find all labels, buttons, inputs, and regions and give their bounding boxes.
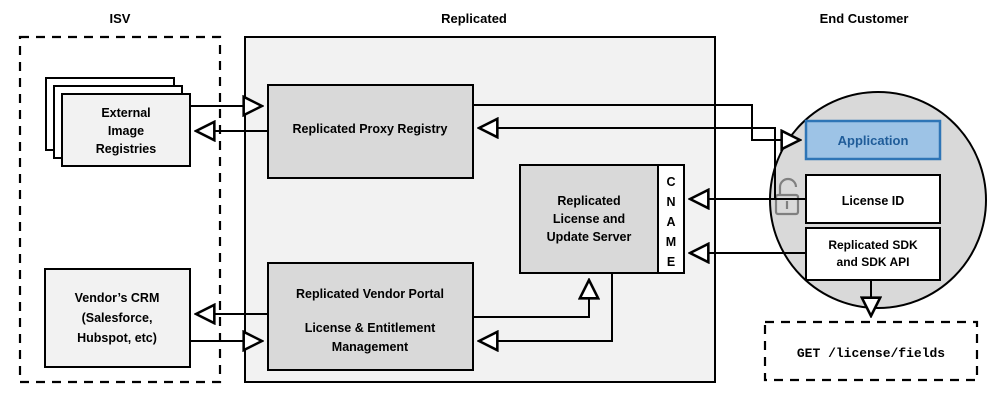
node-license-id[interactable]: License ID [805, 174, 941, 224]
replicated-sdk-line-1: Replicated SDK [828, 238, 918, 252]
cname-box [657, 164, 685, 274]
application-label: Application [838, 133, 909, 148]
zone-isv [18, 35, 222, 384]
node-license-update-server[interactable]: Replicated License and Update Server [519, 164, 659, 274]
node-external-image-registries[interactable]: External Image Registries [45, 77, 191, 167]
proxy-registry-box [267, 84, 474, 179]
node-replicated-sdk[interactable]: Replicated SDK and SDK API [805, 227, 941, 281]
vendor-portal-line-3: License & Entitlement [305, 321, 436, 335]
proxy-registry-label: Replicated Proxy Registry [293, 122, 448, 136]
node-cname-strip[interactable]: C N A M E [657, 164, 685, 274]
license-id-label: License ID [842, 194, 905, 208]
external-image-registries-line-3: Registries [96, 142, 156, 156]
cname-letter-c: C [666, 175, 675, 189]
node-application[interactable]: Application [804, 119, 942, 161]
api-request-box [763, 320, 979, 382]
vendor-portal-box [267, 262, 474, 371]
cname-letter-n: N [666, 195, 675, 209]
stack-layer-front [61, 93, 191, 167]
license-update-server-line-1: Replicated [557, 194, 620, 208]
vendors-crm-line-3: Hubspot, etc) [77, 331, 157, 345]
external-image-registries-line-2: Image [108, 124, 144, 138]
vendors-crm-line-2: (Salesforce, [82, 311, 153, 325]
edge-vendor-portal-to-license-server [473, 280, 589, 318]
api-request-label: GET /license/fields [797, 346, 945, 361]
cname-letter-e: E [667, 255, 675, 269]
edge-license-server-to-vendor-portal [479, 273, 613, 341]
application-box [804, 119, 942, 161]
zone-title-end-customer: End Customer [820, 11, 909, 26]
zone-title-replicated: Replicated [441, 11, 507, 26]
replicated-sdk-box [805, 227, 941, 281]
vendor-portal-line-4: Management [332, 340, 409, 354]
edge-application-to-proxy [479, 128, 776, 200]
external-image-registries-line-1: External [101, 106, 150, 120]
vendors-crm-line-1: Vendor’s CRM [75, 291, 160, 305]
license-update-server-line-3: Update Server [547, 230, 632, 244]
vendors-crm-box [44, 268, 191, 368]
node-replicated-proxy-registry[interactable]: Replicated Proxy Registry [267, 84, 474, 179]
cname-letter-m: M [666, 235, 676, 249]
vendor-portal-line-1: Replicated Vendor Portal [296, 287, 444, 301]
license-update-server-line-2: License and [553, 212, 625, 226]
node-api-request[interactable]: GET /license/fields [763, 320, 979, 382]
license-id-box [805, 174, 941, 224]
replicated-sdk-line-2: and SDK API [837, 255, 910, 269]
node-vendors-crm[interactable]: Vendor’s CRM (Salesforce, Hubspot, etc) [44, 268, 191, 368]
license-update-server-box [519, 164, 659, 274]
node-replicated-vendor-portal[interactable]: Replicated Vendor Portal License & Entit… [267, 262, 474, 371]
cname-letter-a: A [666, 215, 675, 229]
unlock-icon [774, 177, 800, 216]
zone-title-isv: ISV [110, 11, 131, 26]
